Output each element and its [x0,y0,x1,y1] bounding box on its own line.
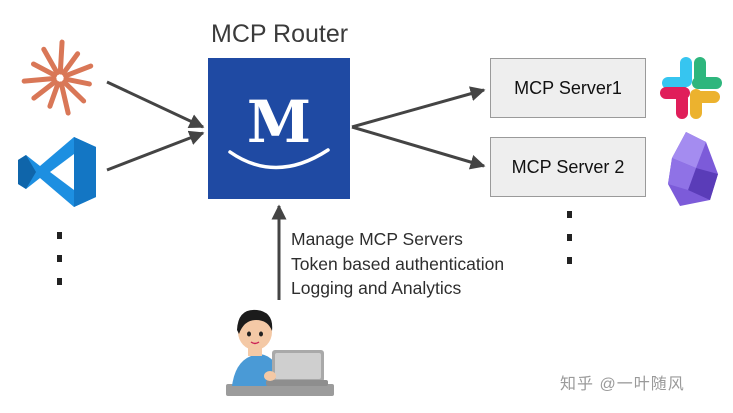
mcp-server-1-box: MCP Server1 [490,58,646,118]
mcp-server-2-box: MCP Server 2 [490,137,646,197]
arrow-router-to-server1 [351,86,486,129]
claude-icon [21,39,94,116]
vscode-icon [18,137,96,207]
router-logo-box: M [208,58,350,199]
user-with-laptop-icon [226,309,334,396]
more-servers-ellipsis [567,211,572,264]
claude-ray [41,46,60,76]
claude-ray [61,79,87,104]
claude-ray [47,81,61,109]
watermark: 知乎 @一叶随风 [560,376,685,393]
feature-item: Logging and Analytics [291,278,462,298]
feature-item: Manage MCP Servers [291,229,463,249]
router-logo-swoosh [228,148,330,170]
obsidian-icon [668,132,718,206]
slack-icon [660,57,722,119]
claude-ray [58,81,71,116]
router-logo-letter: M [246,87,312,156]
router-title: MCP Router [211,20,349,48]
more-clients-ellipsis [57,232,62,285]
claude-ray [57,39,65,75]
router-features-list: Manage MCP Servers Token based authentic… [291,227,504,301]
claude-ray [30,61,58,78]
claude-ray [21,76,57,84]
claude-ray [63,76,92,87]
claude-ray [31,79,58,101]
claude-ray [61,51,81,76]
feature-item: Token based authentication [291,253,505,274]
arrow-vscode-to-router [106,130,205,172]
arrow-router-to-server2 [351,125,486,170]
claude-ray [63,63,94,79]
arrow-claude-to-router [106,80,205,129]
